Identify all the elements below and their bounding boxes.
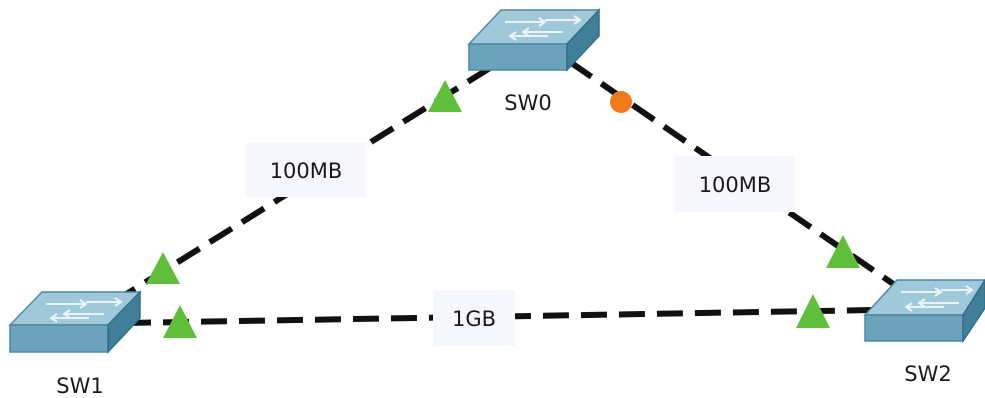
link-label-text: 100MB [699,173,772,197]
switch-sw1[interactable]: SW1 [8,290,142,398]
link-label-sw0-sw1: 100MB [246,143,366,197]
device-label-sw0: SW0 [504,91,551,115]
port-status-up-icon [163,305,197,338]
link-label-sw1-sw2: 1GB [433,290,515,346]
link-label-background [675,156,795,212]
switch-icon [8,290,142,354]
link-label-background [433,290,515,346]
port-status-blocking-icon [610,91,632,113]
device-label-sw2: SW2 [904,362,951,386]
link-sw0-sw1-cable[interactable] [118,65,492,301]
switch-icon [863,278,985,344]
device-label-sw1: SW1 [56,374,103,398]
port-status-up-icon [428,80,462,112]
link-sw1-sw2-cable[interactable] [124,307,876,326]
switch-icon [467,8,601,72]
switch-sw2[interactable]: SW2 [863,278,985,386]
switch-sw0[interactable]: SW0 [467,8,601,115]
link-label-text: 100MB [270,159,343,183]
link-label-background [246,143,366,197]
link-label-sw0-sw2: 100MB [675,156,795,212]
port-status-up-icon [146,252,180,284]
port-status-up-icon [796,294,830,328]
link-label-text: 1GB [452,307,496,331]
port-status-up-icon [826,235,860,268]
